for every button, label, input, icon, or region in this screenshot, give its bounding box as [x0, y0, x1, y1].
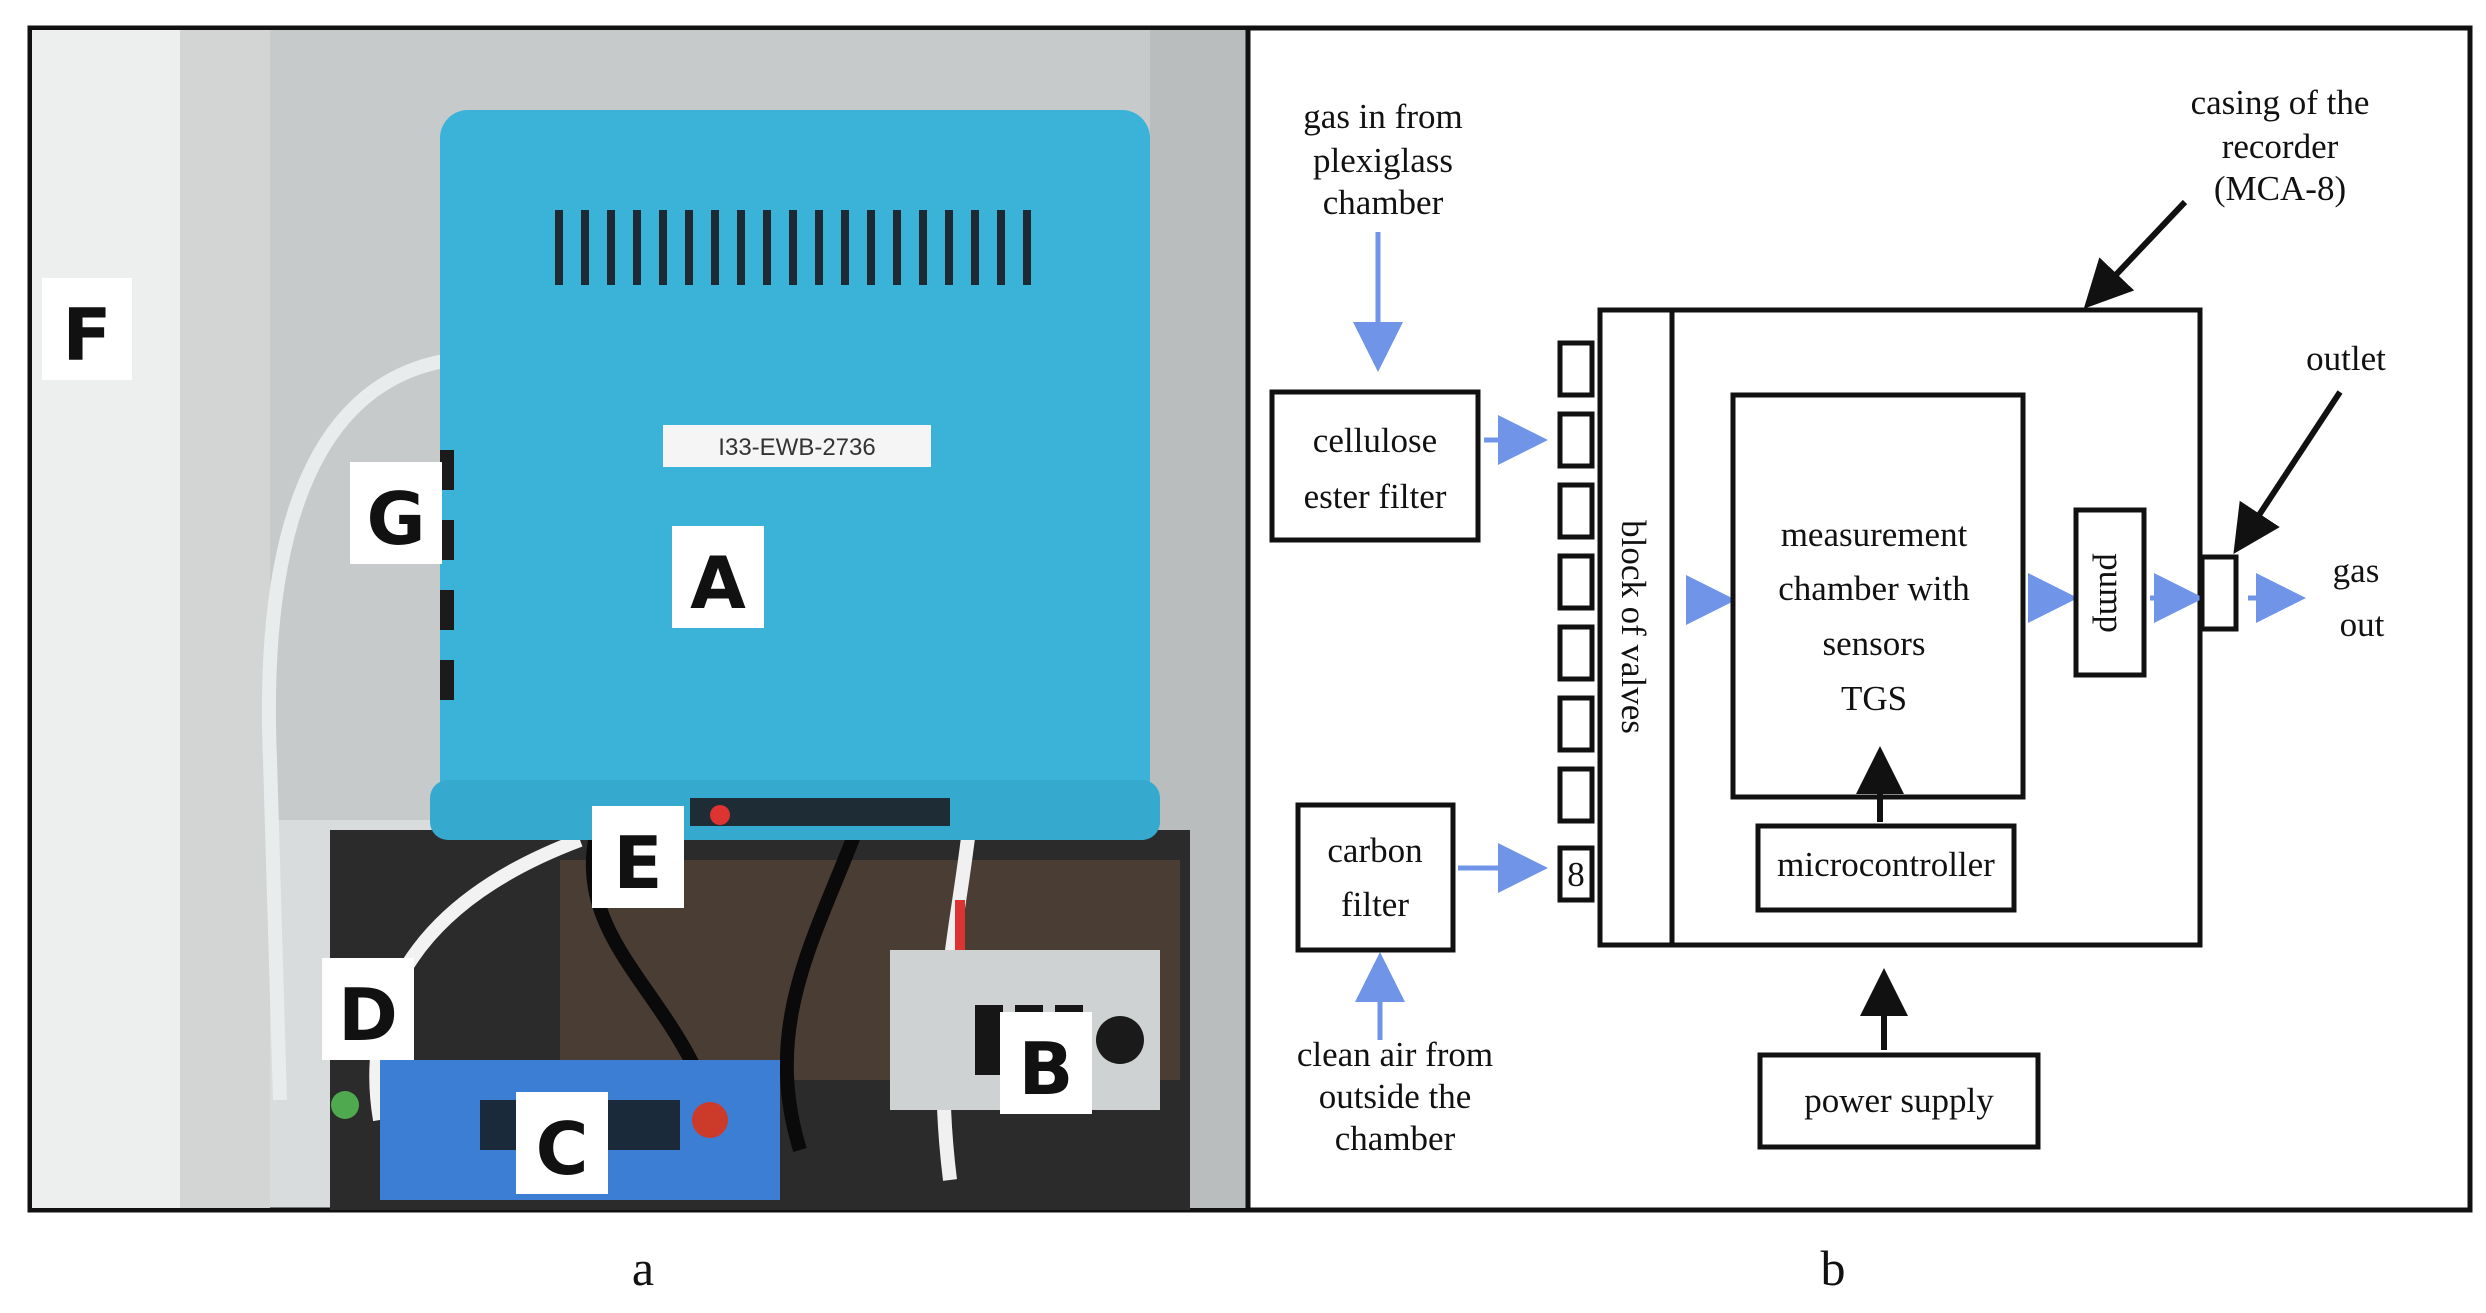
- measurement-chamber-label: measurement chamber with sensors TGS: [1778, 515, 1970, 718]
- svg-text:plexiglass: plexiglass: [1313, 141, 1453, 180]
- svg-text:E: E: [613, 821, 662, 905]
- svg-text:out: out: [2340, 605, 2385, 644]
- block-of-valves-label: block of valves: [1614, 520, 1653, 734]
- photo-label-c: C: [516, 1092, 608, 1194]
- cellulose-ester-filter-box: [1269, 389, 1481, 543]
- svg-text:gas in from: gas in from: [1303, 97, 1462, 136]
- svg-text:clean air from: clean air from: [1297, 1035, 1493, 1074]
- gas-out-label: gas out: [2333, 551, 2385, 644]
- svg-text:(MCA-8): (MCA-8): [2214, 169, 2346, 208]
- panel-caption-b: b: [1821, 1240, 1846, 1296]
- cellulose-filter-text-2: ester filter: [1304, 477, 1447, 516]
- block-of-valves-box: [1597, 307, 1675, 948]
- pump-box: [2073, 507, 2147, 678]
- svg-text:TGS: TGS: [1841, 679, 1907, 718]
- svg-text:measurement: measurement: [1781, 515, 1968, 554]
- measurement-chamber-box: [1730, 392, 2026, 800]
- svg-text:B: B: [1019, 1027, 1074, 1111]
- power-supply-box: [1757, 1052, 2041, 1150]
- photo-label-g: G: [350, 462, 442, 564]
- svg-text:chamber with: chamber with: [1778, 569, 1970, 608]
- power-supply-label: power supply: [1804, 1081, 1994, 1120]
- svg-text:sensors: sensors: [1822, 624, 1925, 663]
- microcontroller-label: microcontroller: [1777, 845, 1995, 884]
- diagram-panel: gas in from plexiglass chamber casing of…: [1245, 25, 2473, 1213]
- valve-port-8: 8: [1567, 855, 1585, 894]
- microcontroller-box: [1755, 823, 2017, 913]
- outlet-label: outlet: [2306, 339, 2386, 378]
- svg-text:gas: gas: [2333, 551, 2380, 590]
- svg-text:recorder: recorder: [2222, 127, 2339, 166]
- svg-text:F: F: [62, 293, 111, 377]
- casing-label: casing of the recorder (MCA-8): [2191, 83, 2370, 208]
- carbon-filter-text-2: filter: [1341, 885, 1409, 924]
- photo-label-e: E: [592, 806, 684, 908]
- photo-label-f: F: [42, 278, 132, 380]
- outlet-port: [2199, 554, 2239, 632]
- carbon-filter-text-1: carbon: [1327, 831, 1422, 870]
- device-tag-plate: [663, 425, 931, 467]
- svg-text:A: A: [690, 541, 746, 625]
- svg-text:chamber: chamber: [1335, 1119, 1456, 1158]
- valve-ports: [1557, 340, 1595, 903]
- pump-label: pump: [2092, 553, 2131, 633]
- outlet-arrow: [2233, 390, 2343, 555]
- photo-label-d: D: [322, 958, 414, 1060]
- svg-text:casing of the: casing of the: [2191, 83, 2370, 122]
- inlet-top-label: gas in from plexiglass chamber: [1303, 97, 1462, 222]
- svg-text:D: D: [338, 973, 398, 1057]
- photo-label-a: A: [672, 526, 764, 628]
- casing-arrow: [2083, 199, 2188, 309]
- svg-text:chamber: chamber: [1323, 183, 1444, 222]
- svg-text:C: C: [536, 1107, 589, 1191]
- device-tag-text: I33-EWB-2736: [718, 434, 875, 461]
- carbon-filter-box: [1295, 802, 1456, 953]
- clean-air-label: clean air from outside the chamber: [1297, 1035, 1493, 1158]
- photo-panel: I33-EWB-2736 F G A E D B C: [27, 25, 1251, 1213]
- svg-text:outside the: outside the: [1319, 1077, 1472, 1116]
- svg-text:G: G: [366, 477, 425, 561]
- cellulose-filter-text-1: cellulose: [1313, 421, 1437, 460]
- panel-caption-a: a: [632, 1240, 654, 1296]
- photo-label-b: B: [1000, 1012, 1092, 1114]
